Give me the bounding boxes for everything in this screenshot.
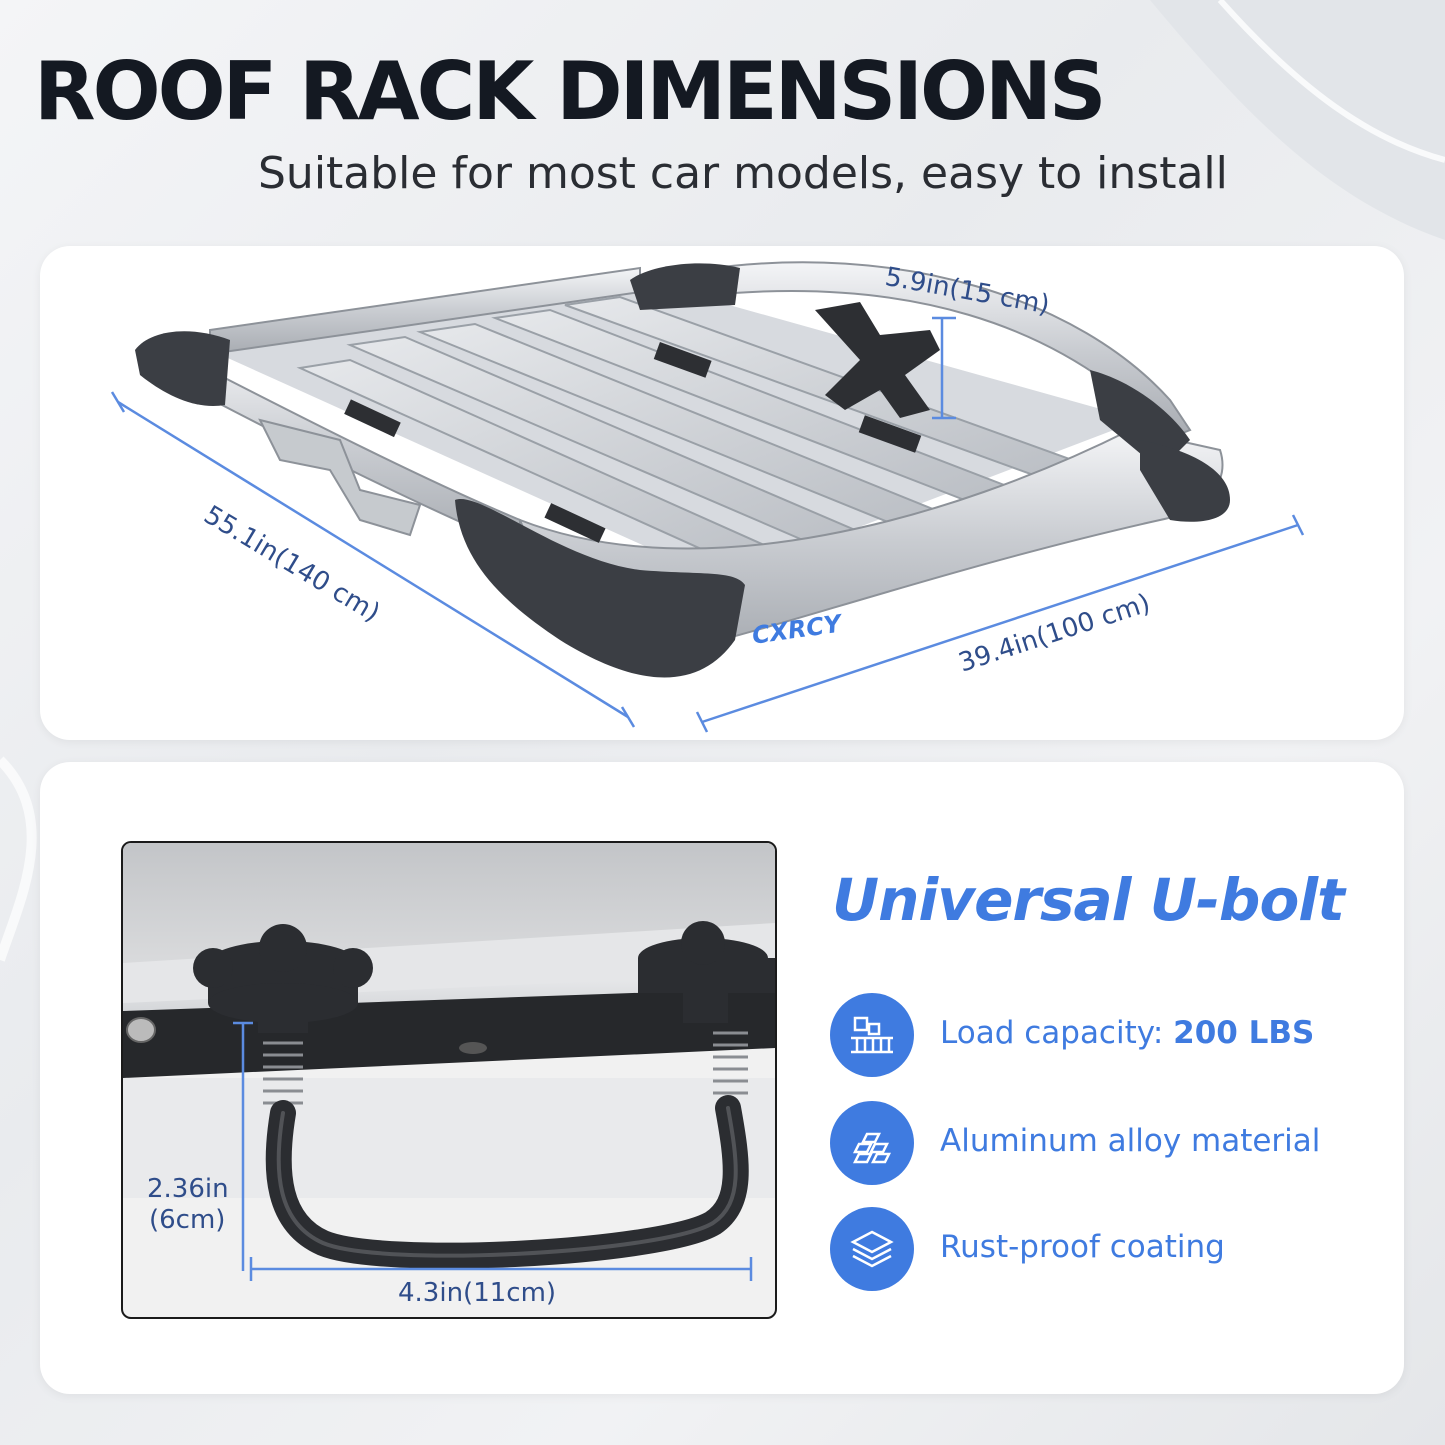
ubolt-title: Universal U-bolt: [832, 866, 1345, 934]
layers-icon: [830, 1207, 914, 1291]
feature-load-value: 200 LBS: [1173, 1015, 1315, 1051]
aluminum-bars-icon: [830, 1101, 914, 1185]
feature-rust-proof: Rust-proof coating: [830, 1207, 1350, 1291]
ubolt-photo: [121, 841, 777, 1319]
feature-load-label: Load capacity:: [940, 1015, 1174, 1051]
page-title: ROOF RACK DIMENSIONS: [34, 45, 1107, 138]
rack-corner-cap: [135, 331, 230, 406]
rack-corner-cap: [1140, 440, 1230, 522]
dimension-lines: [110, 316, 1305, 733]
ubolt-width-label: 4.3in(11cm): [398, 1278, 557, 1308]
page-subtitle: Suitable for most car models, easy to in…: [258, 148, 1228, 199]
feature-aluminum: Aluminum alloy material: [830, 1101, 1350, 1185]
knob-left: [193, 924, 373, 1033]
knob-right: [638, 921, 775, 1023]
rack-corner-cap: [1090, 370, 1190, 470]
feature-load-capacity: Load capacity: 200 LBS: [830, 993, 1350, 1077]
ubolt-illustration: [123, 843, 775, 1281]
roof-rack-illustration: CXRCY: [110, 261, 1305, 733]
feature-rust-label: Rust-proof coating: [940, 1229, 1225, 1265]
ubolt-height-label-line1: 2.36in: [147, 1174, 229, 1204]
rack-corner-cap: [455, 499, 745, 678]
rack-corner-cap: [630, 263, 740, 310]
ubolt-height-label-line2: (6cm): [149, 1205, 226, 1235]
load-capacity-icon: [830, 993, 914, 1077]
feature-aluminum-label: Aluminum alloy material: [940, 1123, 1321, 1159]
rack-mount-bracket: [815, 302, 940, 418]
